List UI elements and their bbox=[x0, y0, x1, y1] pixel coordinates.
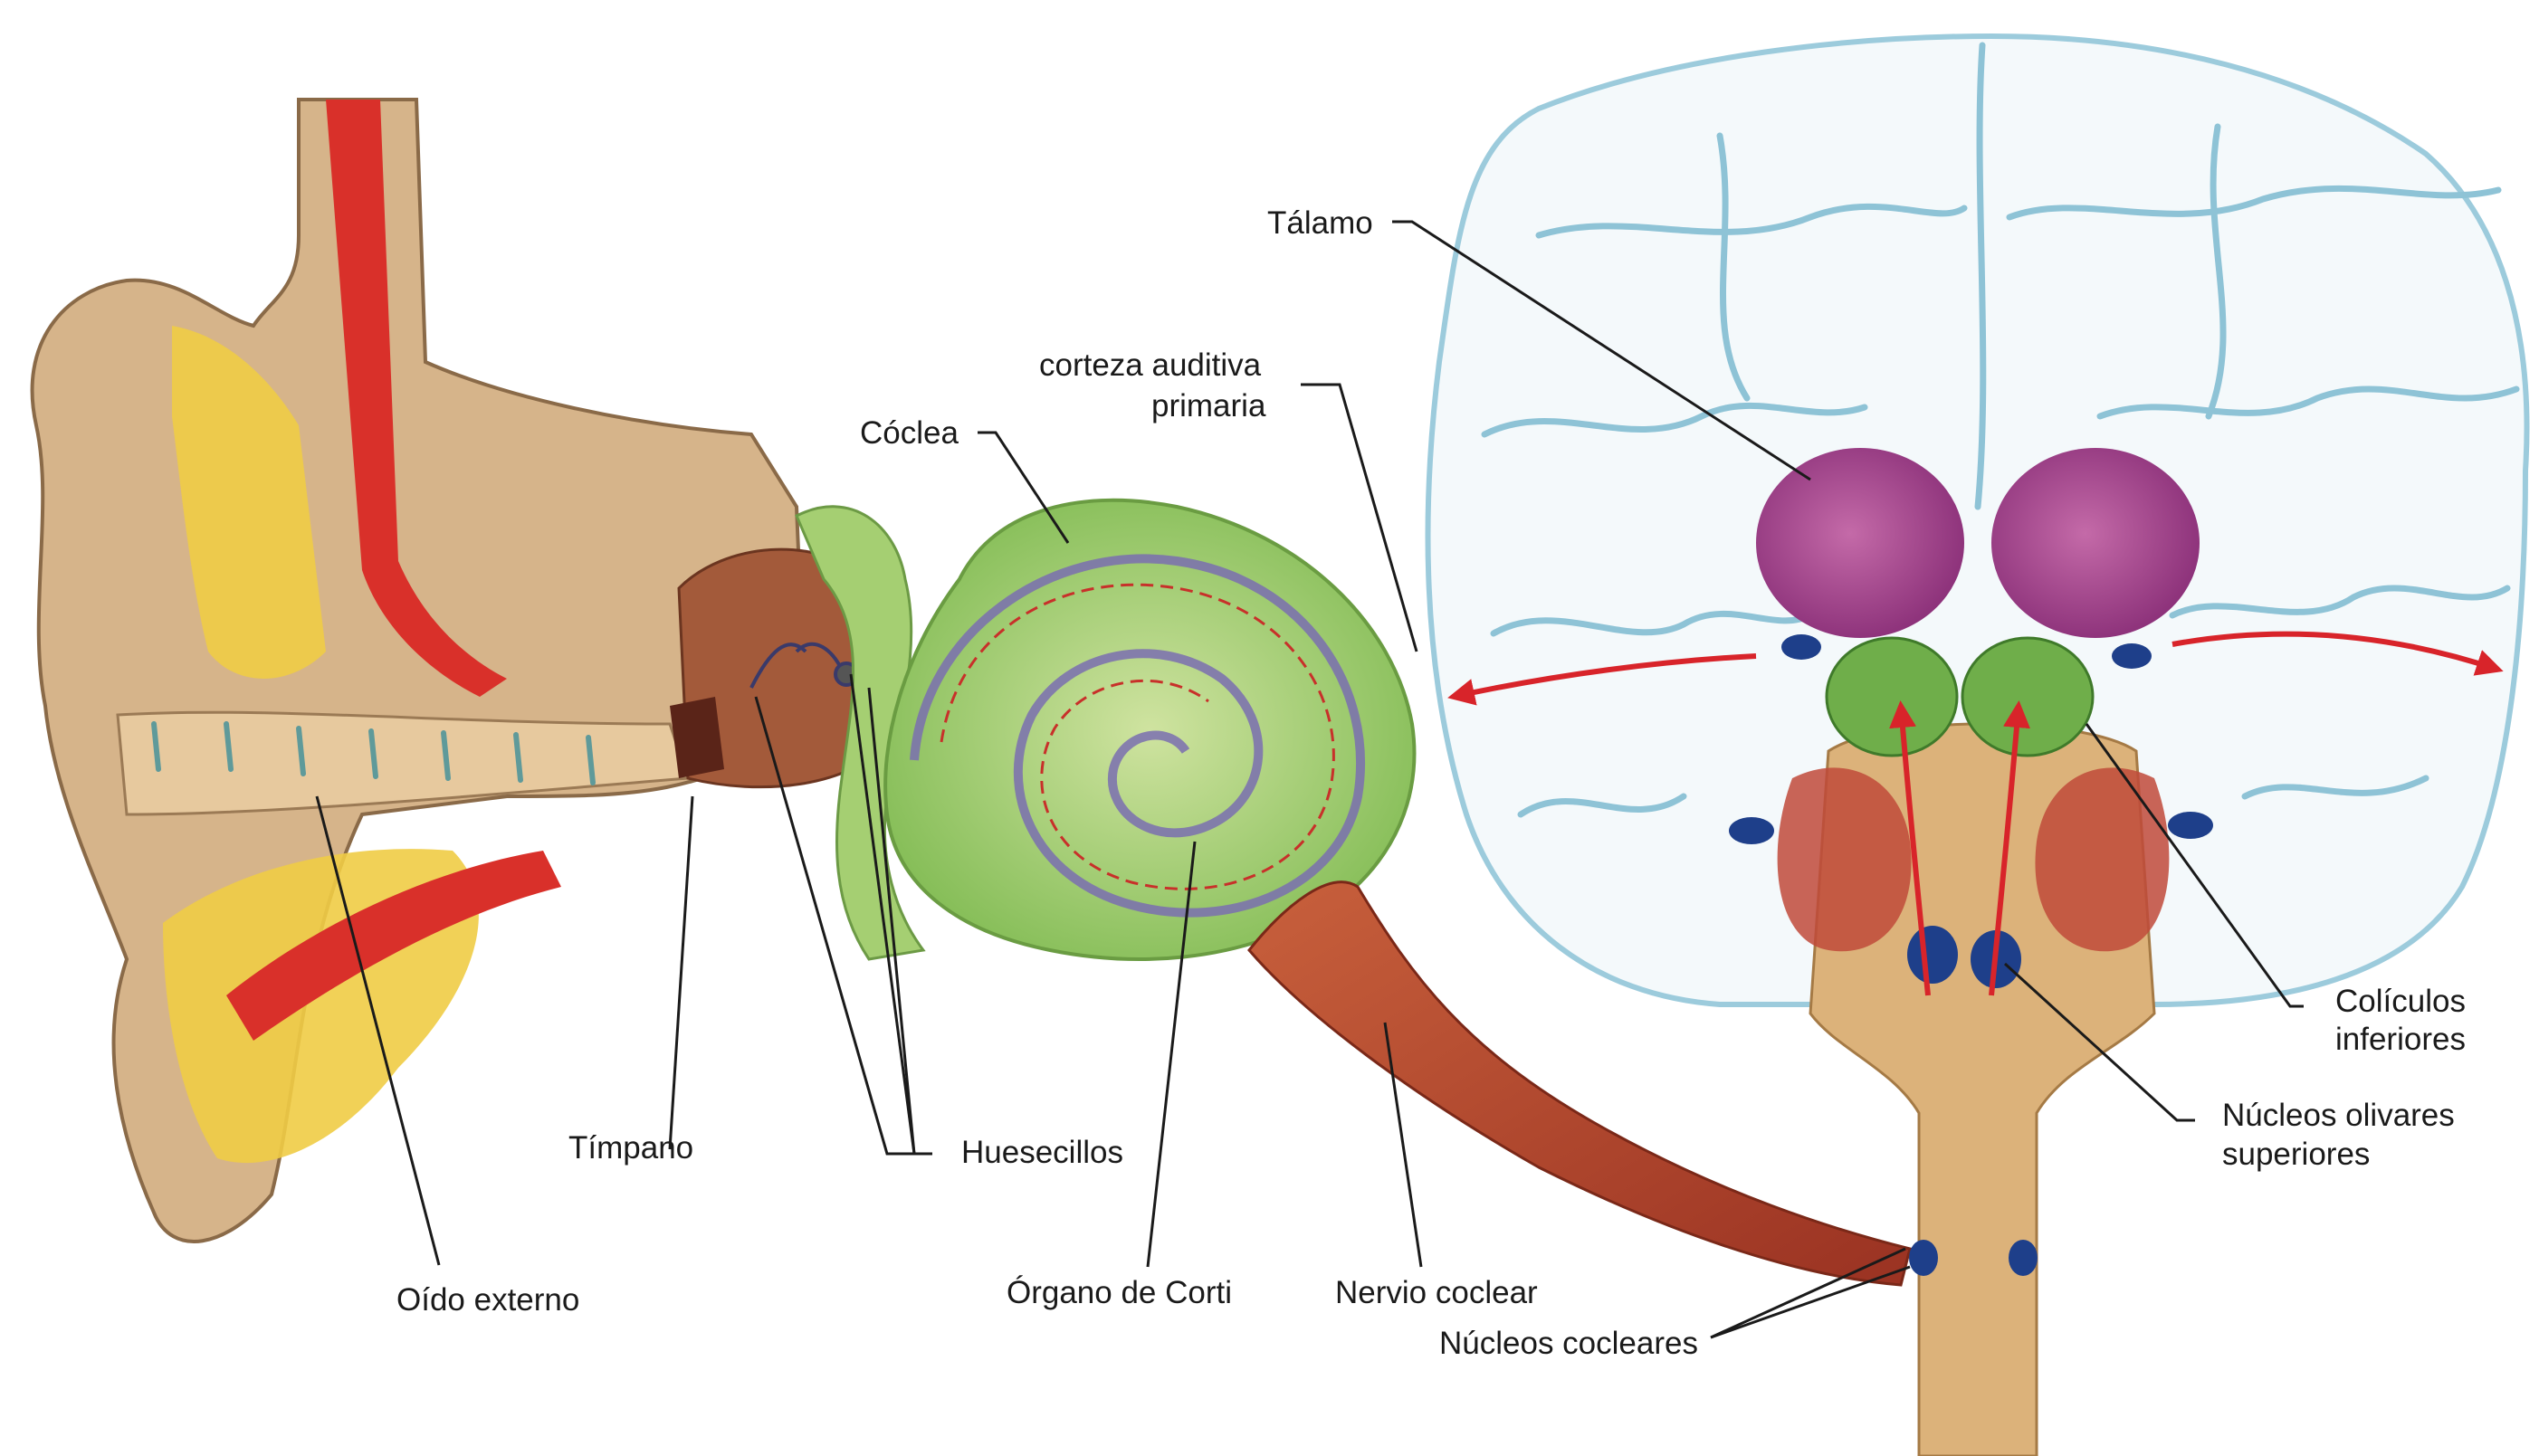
label-coliculos-line2: inferiores bbox=[2335, 1022, 2466, 1057]
colliculus-left bbox=[1827, 638, 1957, 756]
label-coliculos-line1: Colículos bbox=[2335, 984, 2466, 1019]
label-nucleos-cocleares: Núcleos cocleares bbox=[1439, 1326, 1698, 1361]
label-organo-corti: Órgano de Corti bbox=[1007, 1275, 1232, 1310]
label-huesecillos: Huesecillos bbox=[961, 1135, 1123, 1170]
superior-olive-left bbox=[1907, 926, 1958, 984]
cochlear-nucleus-right bbox=[2009, 1240, 2038, 1276]
colliculus-right bbox=[1962, 638, 2093, 756]
label-corteza-line1: corteza auditiva bbox=[1039, 347, 1262, 383]
label-olivares-line2: superiores bbox=[2222, 1137, 2370, 1172]
thalamus-left bbox=[1756, 448, 1964, 638]
label-timpano: Tímpano bbox=[568, 1130, 693, 1166]
label-coclea: Cóclea bbox=[860, 415, 959, 451]
brain-illustration bbox=[1428, 36, 2527, 1456]
label-olivares-line1: Núcleos olivares bbox=[2222, 1098, 2455, 1133]
ear-canal bbox=[118, 712, 688, 814]
label-nervio-coclear: Nervio coclear bbox=[1335, 1275, 1538, 1310]
ear-illustration bbox=[33, 100, 923, 1242]
label-talamo: Tálamo bbox=[1267, 205, 1373, 241]
thalamus-right bbox=[1991, 448, 2200, 638]
cochlear-nucleus-left bbox=[1909, 1240, 1938, 1276]
label-oido-externo: Oído externo bbox=[396, 1282, 579, 1318]
label-corteza-line2: primaria bbox=[1151, 388, 1266, 423]
eardrum bbox=[670, 697, 724, 778]
